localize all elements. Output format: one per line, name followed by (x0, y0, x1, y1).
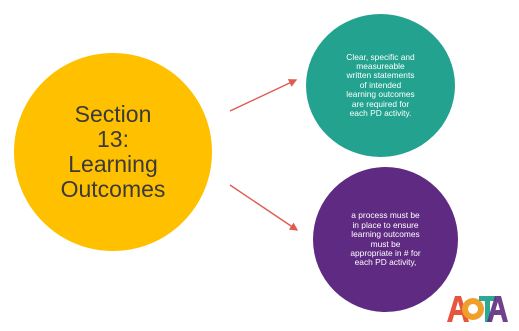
outcome-circle-statements: Clear, specific and measureable written … (306, 14, 455, 157)
arrow-to-top-outcome (229, 79, 298, 112)
outcome-process-text: a process must be in place to ensure lea… (350, 210, 421, 268)
arrow-to-bottom-outcome (229, 184, 299, 231)
aota-logo-mark (447, 296, 508, 322)
aota-logo (446, 293, 508, 323)
outcome-statements-text: Clear, specific and measureable written … (346, 51, 415, 119)
main-topic-circle: Section 13: Learning Outcomes (14, 53, 212, 251)
main-topic-title: Section 13: Learning Outcomes (60, 101, 166, 202)
outcome-circle-process: a process must be in place to ensure lea… (313, 167, 458, 312)
